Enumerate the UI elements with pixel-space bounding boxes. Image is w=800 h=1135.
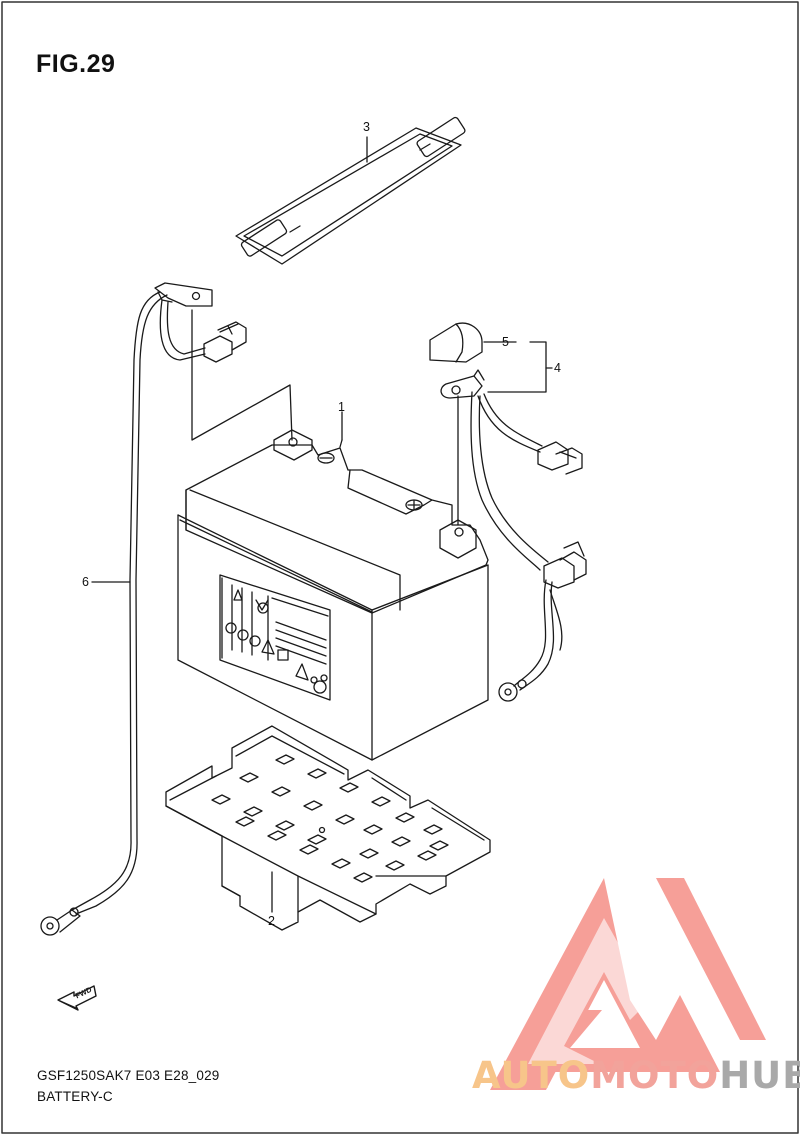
reference-line-negative (191, 309, 293, 441)
callout-6: 6 (82, 575, 89, 589)
forward-arrow-icon: FWD (57, 985, 97, 1011)
terminal-cap (429, 322, 483, 363)
positive-cable (429, 322, 587, 702)
figure-code: GSF1250SAK7 E03 E28_029 (37, 1068, 220, 1083)
watermark-part-hub: HUB (719, 1054, 800, 1097)
callout-5: 5 (502, 335, 509, 349)
battery-tray (165, 725, 491, 931)
figure-title: FIG.29 (36, 50, 116, 78)
callout-4: 4 (554, 361, 561, 375)
negative-cable (40, 282, 247, 936)
callout-leader-1b (339, 439, 343, 448)
battery-strap (235, 116, 466, 265)
watermark-part-moto: MOTO (590, 1054, 720, 1097)
callout-1: 1 (338, 400, 345, 414)
watermark-logo-icon (490, 878, 766, 1090)
callout-3: 3 (363, 120, 370, 134)
figure-subtitle: BATTERY-C (37, 1089, 113, 1104)
callout-2: 2 (268, 914, 275, 928)
watermark-part-auto: AUTO (472, 1054, 591, 1097)
watermark-text: AUTOMOTOHUB (472, 1054, 800, 1097)
callout-bracket-4 (487, 341, 547, 393)
battery (177, 429, 489, 761)
